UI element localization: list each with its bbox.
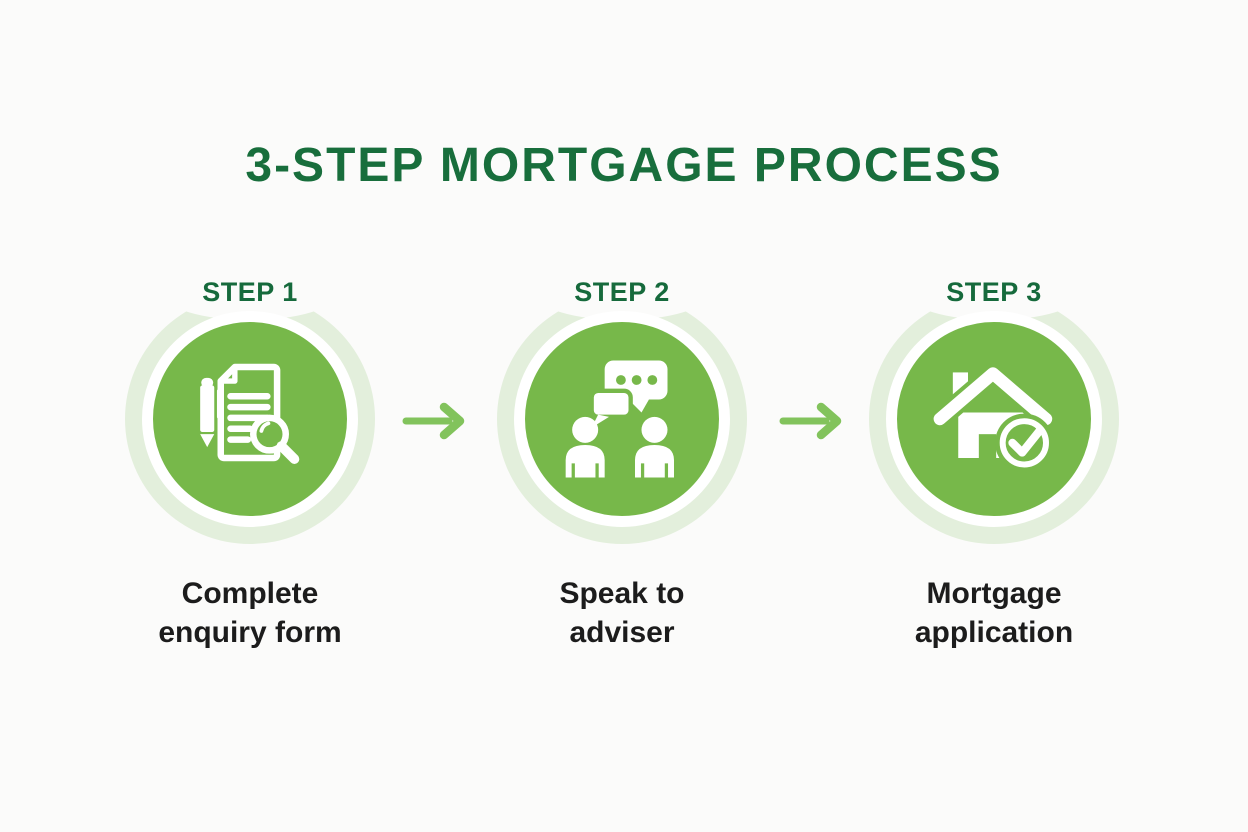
step-3-circle bbox=[886, 311, 1102, 527]
step-1: STEP 1 bbox=[125, 268, 375, 652]
step-2-caption: Speak to adviser bbox=[559, 577, 685, 649]
step-3-caption: Mortgage application bbox=[914, 577, 1074, 649]
speak-to-adviser-icon bbox=[565, 360, 674, 478]
step-1-label: STEP 1 bbox=[202, 276, 298, 307]
step-1-circle bbox=[142, 311, 358, 527]
mortgage-application-icon bbox=[929, 363, 1057, 473]
step-3: STEP 3 Mortgage a bbox=[869, 268, 1119, 652]
arrow-right-icon bbox=[402, 402, 465, 440]
step-3-ring bbox=[869, 294, 1119, 544]
step-2: STEP 2 bbox=[497, 268, 747, 652]
page-title: 3-STEP MORTGAGE PROCESS bbox=[245, 139, 1003, 192]
step-1-caption: Complete enquiry form bbox=[158, 577, 342, 649]
step-1-ring bbox=[125, 294, 375, 544]
step-2-circle bbox=[514, 311, 730, 527]
step-2-ring bbox=[497, 294, 747, 544]
step-2-label: STEP 2 bbox=[574, 276, 670, 307]
enquiry-form-icon bbox=[200, 363, 300, 464]
step-3-label: STEP 3 bbox=[946, 276, 1042, 307]
arrow-right-icon bbox=[779, 402, 842, 440]
